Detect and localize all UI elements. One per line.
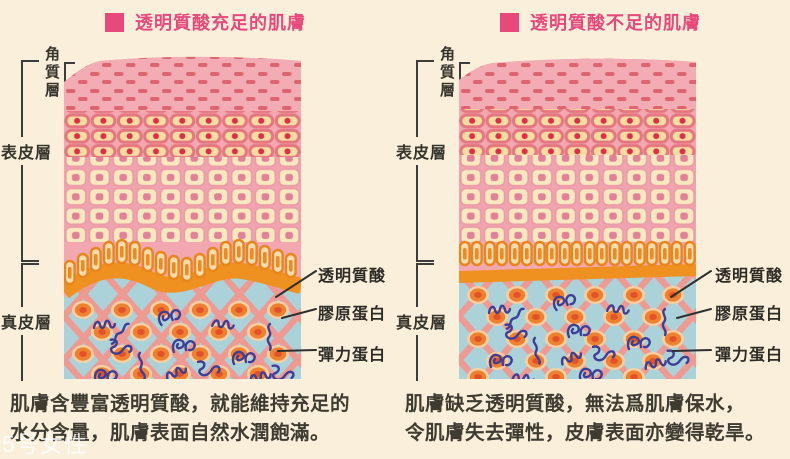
label-stratum-corneum: 角質層 — [43, 46, 60, 100]
annotation-leader-lines — [670, 270, 712, 352]
watermark: 5号女性 — [2, 431, 88, 457]
annotation-collagen: 膠原蛋白 — [715, 306, 784, 323]
stratum-corneum-layer — [64, 56, 301, 111]
panel-title: 透明質酸不足的肌膚 — [530, 13, 701, 33]
skin-diagram-sufficient — [64, 56, 301, 379]
annotation-collagen: 膠原蛋白 — [318, 306, 387, 323]
label-dermis: 真皮層 — [396, 307, 452, 335]
panel-title-row: 透明質酸不足的肌膚 — [500, 9, 701, 35]
label-dermis: 真皮層 — [1, 307, 57, 335]
label-epidermis: 表皮層 — [396, 137, 452, 165]
annotation-elastin: 彈力蛋白 — [715, 347, 784, 364]
title-bullet-square — [500, 12, 519, 32]
epidermis-mid-cells — [459, 155, 696, 242]
epidermis-upper-cells — [64, 111, 301, 157]
label-stratum-corneum: 角質層 — [438, 46, 455, 100]
title-bullet-square — [105, 12, 124, 32]
stratum-corneum-layer — [459, 58, 696, 109]
panel-insufficient: 透明質酸不足的肌膚 角質層 表皮層 真皮層 — [395, 0, 790, 459]
annotation-elastin: 彈力蛋白 — [318, 347, 387, 364]
label-epidermis: 表皮層 — [1, 137, 57, 165]
basement-membrane — [64, 262, 301, 299]
epidermis-upper-cells — [459, 109, 696, 155]
basement-membrane — [459, 264, 696, 283]
annotation-hyaluronic-acid: 透明質酸 — [715, 268, 784, 285]
skin-diagram-insufficient — [459, 58, 696, 379]
panel-title: 透明質酸充足的肌膚 — [135, 13, 306, 33]
annotation-hyaluronic-acid: 透明質酸 — [318, 268, 387, 285]
panel-title-row: 透明質酸充足的肌膚 — [105, 9, 306, 35]
caption-sufficient: 肌膚含豐富透明質酸，就能維持充足的 水分含量，肌膚表面自然水潤飽滿。 — [10, 393, 351, 444]
panel-sufficient: 透明質酸充足的肌膚 角質層 表皮層 真皮層 — [1, 9, 387, 444]
epidermis-mid-cells — [64, 157, 301, 242]
caption-insufficient: 肌膚缺乏透明質酸，無法爲肌膚保水， 令肌膚失去彈性，皮膚表面亦變得乾旱。 — [405, 393, 766, 444]
annotation-leader-lines — [275, 270, 317, 352]
